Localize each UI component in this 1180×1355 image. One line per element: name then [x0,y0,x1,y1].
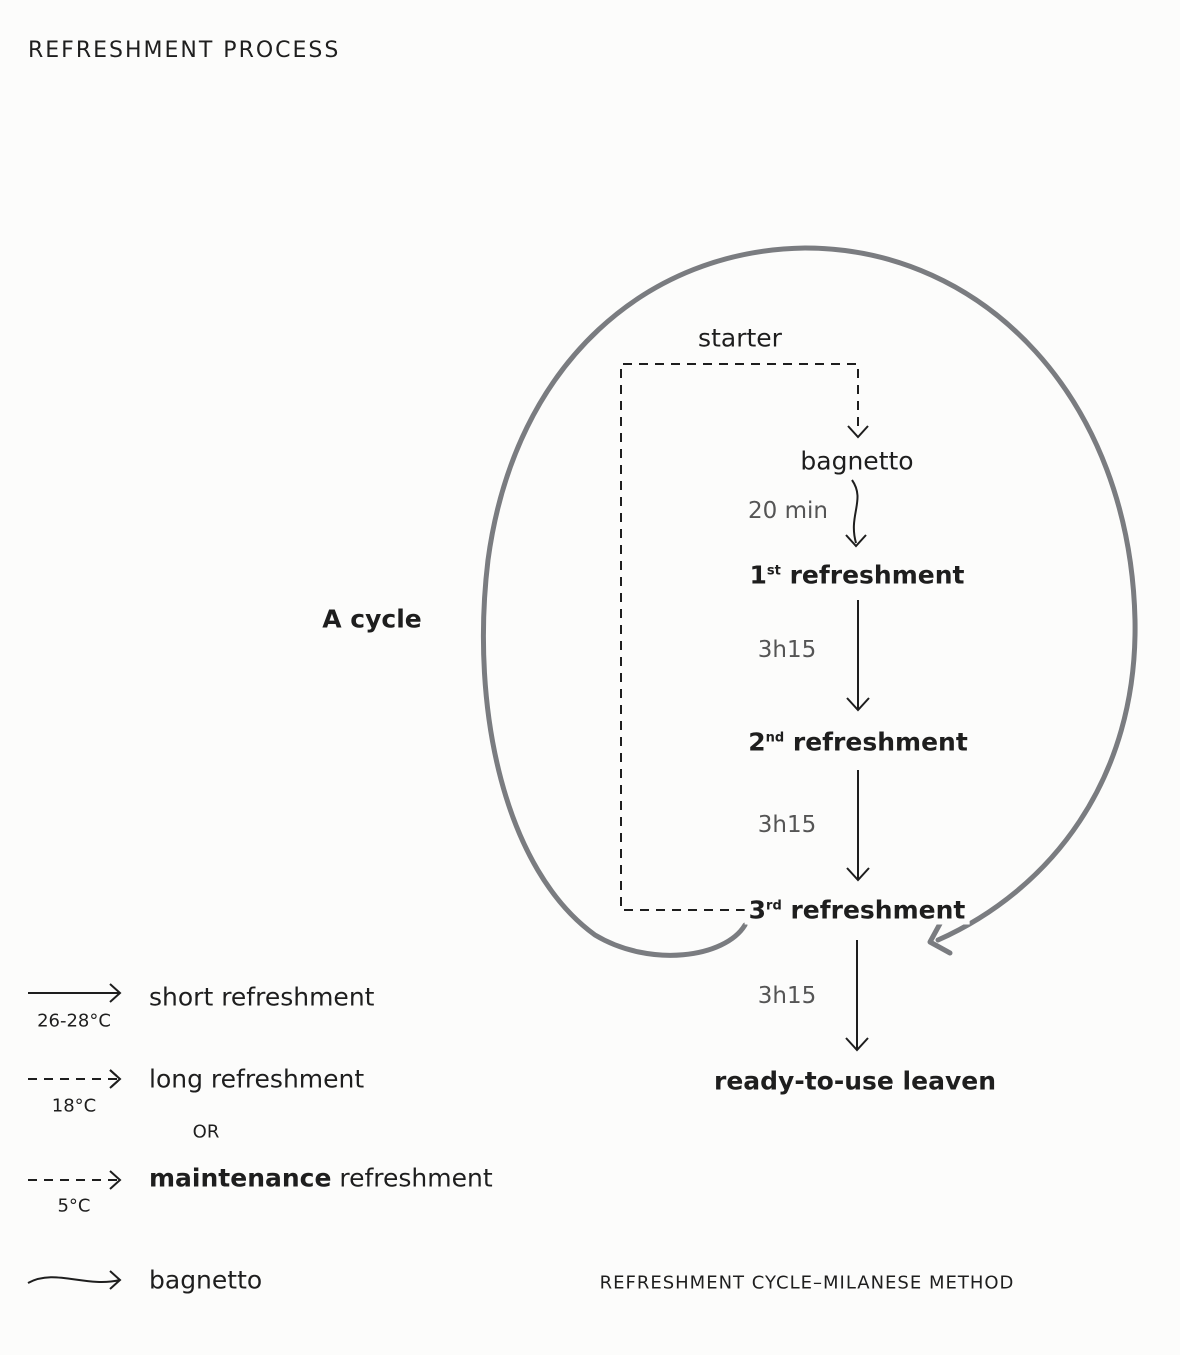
short-arrows [845,600,870,1052]
bagnetto-squiggle-arrow [851,479,859,544]
duration-1-2: 3h15 [757,637,817,663]
node-label: refreshment [784,727,968,757]
ordinal: 2 [748,727,766,757]
node-first-refreshment: 1st refreshment [750,561,965,590]
ordinal-suffix: rd [766,898,782,914]
node-second-refreshment: 2nd refreshment [748,728,968,757]
node-label: refreshment [780,560,965,590]
arrow-1-2 [846,600,870,712]
node-third-refreshment: 3rd refreshment [744,895,970,925]
legend-dashed-arrow-long [28,1069,122,1089]
cycle-loop-arrow [480,245,1138,958]
ordinal: 3 [748,895,767,925]
figure-caption: REFRESHMENT CYCLE–MILANESE METHOD [599,1272,1015,1294]
legend-maintenance-text: refreshment [331,1163,493,1193]
legend-short-temp: 26-28°C [37,1010,111,1032]
dashed-return-arrow [620,363,859,911]
node-starter: starter [698,323,782,353]
legend-long-label: long refreshment [149,1064,365,1094]
ordinal-suffix: st [766,563,781,579]
ordinal-suffix: nd [765,730,785,746]
page-title: REFRESHMENT PROCESS [28,38,341,63]
duration-3-leaven: 3h15 [757,983,817,1009]
ordinal: 1 [749,560,767,590]
cycle-loop-arrowhead [927,917,953,956]
duration-20min: 20 min [748,498,828,524]
legend-maintenance-temp: 5°C [57,1195,91,1217]
legend-bagnetto-label: bagnetto [149,1265,263,1295]
node-bagnetto: bagnetto [800,446,914,476]
arrow-2-3 [846,770,870,882]
node-label: refreshment [781,895,966,925]
node-ready-leaven: ready-to-use leaven [713,1066,997,1096]
dashed-arrowhead [847,425,869,439]
legend-solid-arrow [28,983,122,1003]
legend-maintenance-bold: maintenance [149,1163,332,1193]
arrow-3-leaven [845,940,869,1052]
cycle-label: A cycle [322,604,422,634]
legend-long-temp: 18°C [51,1095,97,1117]
legend-short-label: short refreshment [149,982,375,1012]
legend-maintenance-label: maintenance refreshment [149,1164,493,1193]
legend-wavy-arrow [27,1270,122,1290]
legend-or: OR [192,1121,220,1143]
duration-2-3: 3h15 [757,812,817,838]
